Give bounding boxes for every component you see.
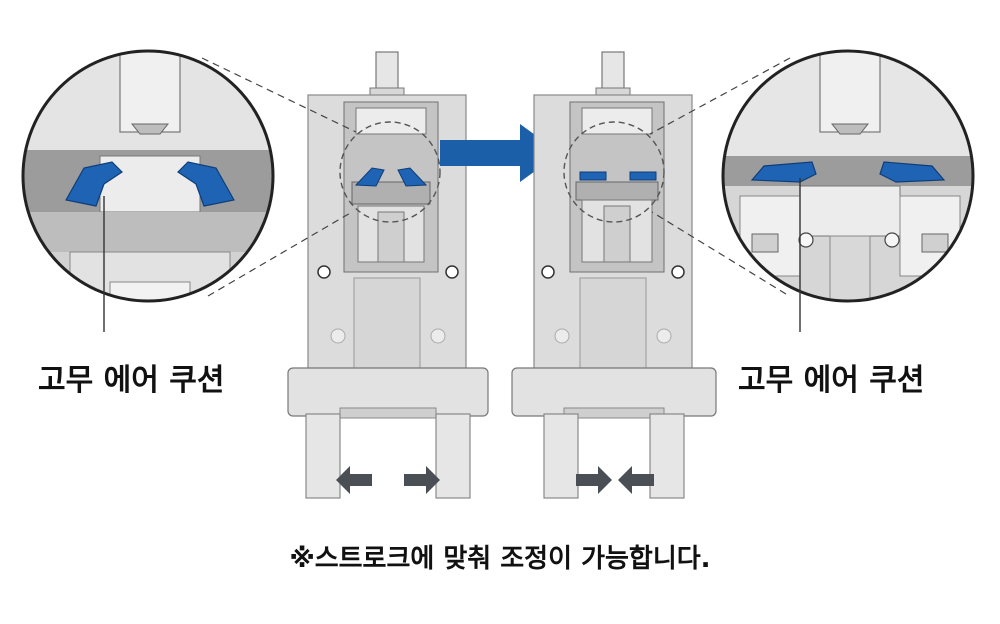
left-callout-label: 고무 에어 쿠션 <box>38 363 225 398</box>
leader-lines <box>201 57 791 297</box>
transition-arrow-icon <box>440 124 560 182</box>
right-magnified-view <box>721 49 975 332</box>
right-gripper <box>511 51 717 499</box>
left-gripper <box>287 51 489 499</box>
right-arrow-icon <box>576 466 612 494</box>
footnote: ※스트로크에 맞춰 조정이 가능합니다. <box>289 544 711 574</box>
left-magnified-view <box>21 49 275 332</box>
left-arrow-icon <box>336 466 372 494</box>
left-arrow-icon <box>618 466 654 494</box>
right-callout-label: 고무 에어 쿠션 <box>738 363 925 398</box>
right-arrow-icon <box>404 466 440 494</box>
